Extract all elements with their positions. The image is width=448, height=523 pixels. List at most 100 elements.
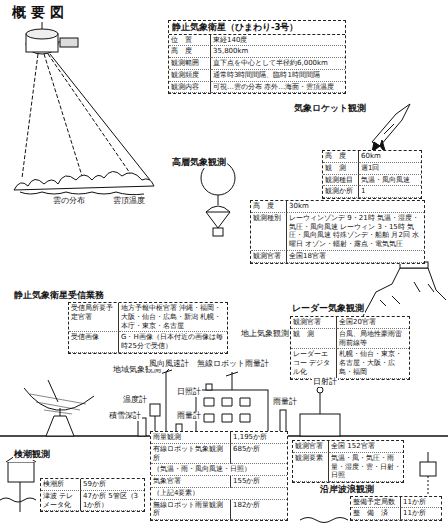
box-heading: 気象ロケット観測 — [293, 103, 367, 114]
row-label: 観測種別 — [251, 213, 287, 251]
info-table: 高 度60km観 測週1回観測種目気温・風向風速観測か所1 — [323, 151, 421, 198]
row-value: 全国18官署 — [287, 251, 424, 263]
office — [300, 414, 340, 436]
row-label: 観測頻度 — [169, 70, 211, 82]
row-value: 11か所 — [401, 508, 441, 520]
info-box: 雨量観測1,195か所有線ロボット気象観測所685か所（気温・雨・風向風速・日照… — [150, 431, 288, 521]
row-label: 観測要素 — [293, 453, 329, 482]
row-label: 津波 テレメータ化 — [41, 491, 81, 512]
row-value: 気温・風向風速 — [359, 175, 421, 187]
dish-base — [46, 416, 74, 436]
rocket-body — [372, 104, 410, 146]
satellite-antenna — [42, 22, 43, 29]
scan-ray — [44, 54, 82, 176]
box-heading: レーダー気象観測 — [291, 303, 365, 314]
row-value: 全国 152官署 — [329, 441, 403, 453]
parachute — [206, 206, 230, 212]
row-value: 可視…雲の分布 赤外…海面・雲頂温度 — [211, 82, 345, 94]
radiation-mast — [320, 392, 321, 414]
row-value: 155か所 — [231, 476, 287, 488]
row-label: 観 測 — [323, 163, 359, 175]
row-value: （気温・雨・風向風速・日照） — [151, 464, 287, 476]
info-box: レーダー気象観測観測官署全国20官署観 測台風、局地性豪雨雷雨前線等レーダーエコ… — [290, 316, 410, 380]
row-label: 観測内容 — [169, 82, 211, 94]
info-box: 検潮観測検潮所59か所津波 テレメータ化47か所 5管区（31か所） — [40, 478, 145, 512]
wave-antenna — [428, 452, 429, 462]
sea-wave — [0, 498, 36, 502]
building — [196, 390, 268, 436]
row-value: 1,195か所 — [231, 432, 287, 444]
row-value: 台風、局地性豪雨雷雨前線等 — [337, 329, 409, 350]
row-label: 観測官署 — [293, 441, 329, 453]
annotation: 雲の分布 — [52, 197, 86, 206]
satellite-top — [26, 29, 58, 39]
row-label: 整 備 済 — [351, 508, 401, 520]
roof-vane — [226, 372, 238, 376]
row-label: 有線ロボット気象観測所 — [151, 444, 231, 465]
row-label: 整備予定局数 — [351, 497, 401, 509]
windows — [204, 398, 250, 422]
roof-mast — [232, 372, 233, 390]
row-label: 高 度 — [169, 46, 211, 58]
row-value: 直下点を中心として半径約6,000km — [211, 58, 345, 70]
scan-ray — [48, 54, 132, 176]
info-table: 検潮所59か所津波 テレメータ化47か所 5管区（31か所） — [41, 479, 144, 511]
line-art — [0, 22, 448, 523]
info-box: 観測官署全国 152官署観測要素気温・風・気圧・雨量・湿度・雲・日射・日照 — [292, 440, 404, 483]
info-box: 静止気象衛星（ひまわり-3号）位 置東経140度高 度35,800km観測範囲直… — [168, 20, 346, 94]
info-table: 受信局所要予定官署地方予報中枢官署 沖縄・福岡・大阪・仙台・広島・新潟 札幌・本… — [69, 303, 227, 353]
annotation: 温度計 — [122, 396, 148, 405]
info-table: 雨量観測1,195か所有線ロボット気象観測所685か所（気温・雨・風向風速・日照… — [151, 432, 287, 520]
box-heading: 沿岸波浪観測 — [319, 484, 375, 495]
row-label: 無線ロボット雨量観測所 — [151, 500, 231, 521]
row-label: 雨量観測 — [151, 432, 231, 444]
info-table: 整備予定局数11か所整 備 済11か所 — [351, 497, 441, 521]
tide-station — [8, 462, 34, 482]
row-value: 全国20官署 — [337, 317, 409, 329]
scan-ray — [22, 54, 38, 178]
row-label: 高 度 — [251, 201, 287, 213]
info-table: 観測官署全国 152官署観測要素気温・風・気圧・雨量・湿度・雲・日射・日照 — [293, 441, 403, 482]
pyranometer — [317, 387, 323, 393]
row-label: 観測範囲 — [169, 58, 211, 70]
roof-gauge — [206, 384, 212, 390]
annotation: 雨量計 — [176, 412, 202, 421]
row-value: 東経140度 — [211, 35, 345, 47]
balloon-cord — [218, 195, 219, 205]
info-box: 高層気象観測高 度30km観測種別レーウィンゾンデ 9・21時 気温・湿度・気圧… — [250, 200, 425, 264]
row-label: 観測種目 — [323, 175, 359, 187]
row-value: （上記4要素） — [151, 488, 287, 500]
row-label: 高 度 — [323, 151, 359, 163]
row-label: 受信局所要予定官署 — [69, 303, 119, 332]
box-heading: 検潮観測 — [13, 449, 51, 460]
radiosonde — [213, 228, 223, 236]
row-value: 地方予報中枢官署 沖縄・福岡・大阪・仙台・広島・新潟 札幌・本庁・東京・名古屋 — [119, 303, 227, 332]
satellite-arm — [58, 42, 60, 43]
row-value: 685か所 — [231, 444, 287, 465]
row-value: 週1回 — [359, 163, 421, 175]
row-value: 60km — [359, 151, 421, 163]
row-label: 観測か所 — [323, 186, 359, 198]
row-value: 35,800km — [211, 46, 345, 58]
row-value: 30km — [287, 201, 424, 213]
row-value: 11か所 — [401, 497, 441, 509]
row-label: 観測官署 — [291, 317, 337, 329]
parachute-line — [218, 212, 230, 228]
snow-gauge — [138, 418, 146, 436]
sea-surface — [20, 192, 144, 195]
row-label: 位 置 — [169, 35, 211, 47]
mountain — [362, 268, 446, 318]
wave-cable — [428, 476, 429, 494]
annotation: 地上気象観測 — [240, 330, 290, 339]
annotation: 雨量計 — [272, 398, 298, 407]
row-value: 気温・風・気圧・雨量・湿度・雲・日射・日照 — [329, 453, 403, 482]
row-value: レーウィンゾンデ 9・21時 気温・湿度・気圧・風向風速 レーウィン 3・15時… — [287, 213, 424, 251]
row-value: 182か所 — [231, 500, 287, 521]
annotation: 積雪深計 — [108, 412, 142, 421]
rocket-band — [384, 124, 394, 134]
mountain-hatch — [380, 282, 434, 306]
thermometer-shelter — [150, 404, 160, 416]
sea-wave — [300, 518, 348, 523]
row-value: G・H画像（日本付近の画像は毎時25分で受信） — [119, 332, 227, 353]
info-table: 高 度30km観測種別レーウィンゾンデ 9・21時 気温・湿度・気圧・風向風速 … — [251, 201, 424, 263]
